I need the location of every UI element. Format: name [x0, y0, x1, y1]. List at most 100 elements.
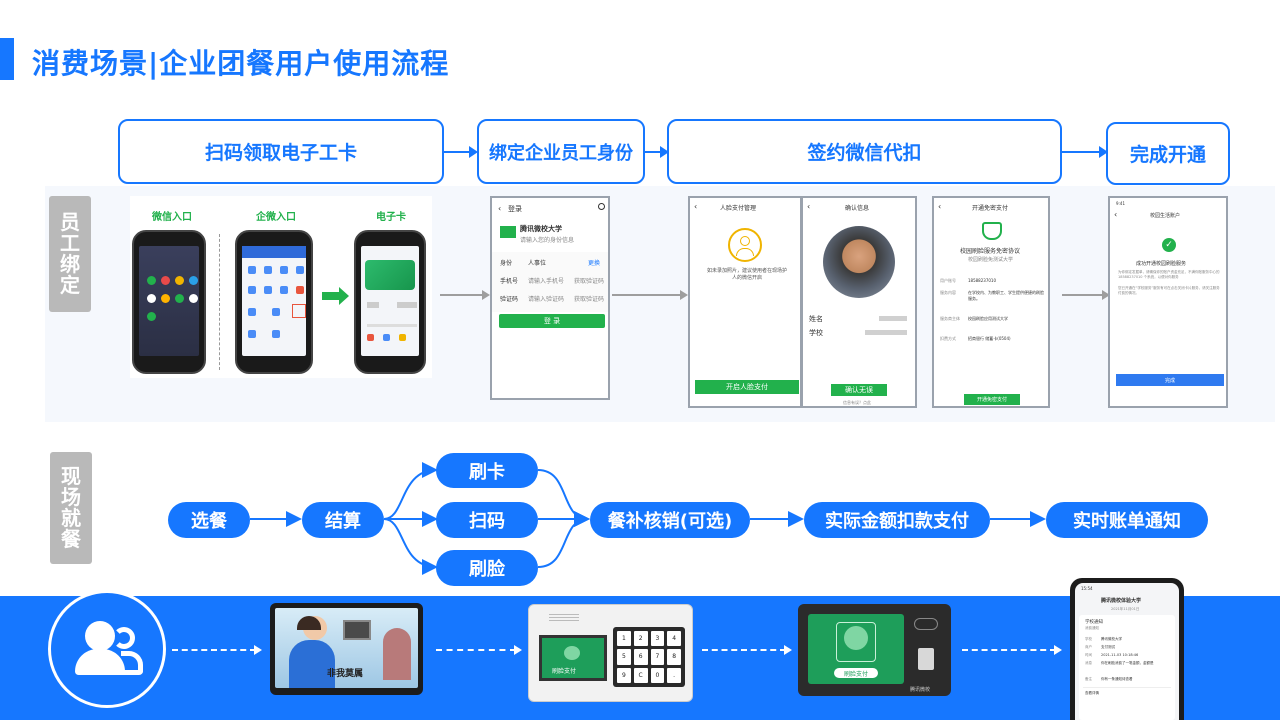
login-button[interactable]: 登 录 — [499, 314, 605, 328]
app-icon — [296, 286, 304, 294]
finish-button[interactable]: 完成 — [1116, 374, 1224, 386]
app-icon — [248, 266, 256, 274]
bill-row-label: 学校 — [1085, 637, 1092, 641]
flow-arrow — [612, 290, 688, 300]
terminal-screen: 刷脸支付 — [539, 635, 607, 681]
flow-node-card: 刷卡 — [436, 453, 538, 488]
bill-row-value: 你有一条通知待查看 — [1101, 677, 1133, 681]
keypad-key[interactable]: 7 — [650, 649, 665, 665]
form-action[interactable]: 更换 — [588, 260, 601, 267]
flow-arrow — [440, 290, 490, 300]
page-title: 消费场景|企业团餐用户使用流程 — [32, 47, 450, 80]
dashed-arrow-head-icon — [784, 645, 792, 655]
app-icon — [272, 308, 280, 316]
flow-node-scan: 扫码 — [436, 502, 538, 538]
phone-screen — [242, 246, 306, 356]
confirm-label-name: 姓名 — [809, 315, 823, 323]
flow-arrow-face — [383, 518, 438, 575]
form-value[interactable]: 人事位 — [528, 260, 547, 267]
app-icon — [280, 266, 288, 274]
bill-phone-screen: 15:54 腾讯微校体验大学 2021年11月01日 学校通知 消费通知 学校 … — [1075, 583, 1179, 720]
app-icon — [175, 294, 184, 303]
wecom-header — [242, 246, 306, 258]
form-label: 身份 — [500, 260, 513, 267]
dashed-arrow-head-icon — [514, 645, 522, 655]
section-label-char: 就 — [61, 506, 81, 530]
agreement-row-value: 18588237010 — [968, 278, 996, 283]
flow-arrow — [537, 511, 590, 568]
section-label-onsite: 现 场 就 餐 — [50, 452, 92, 564]
phone-screen — [139, 246, 199, 356]
enable-nopwd-button[interactable]: 开通免密支付 — [964, 394, 1020, 405]
user-body — [75, 649, 125, 675]
bill-row-value: 你在刷脸消费了一笔金额，金额是 — [1101, 661, 1154, 665]
agreement-row-label: 服务内容 — [940, 290, 956, 295]
bill-date: 2021年11月01日 — [1111, 607, 1140, 611]
keypad-key[interactable]: 4 — [667, 631, 681, 647]
keypad-key[interactable]: . — [667, 667, 681, 683]
face-header: 人脸支付管理 — [720, 205, 757, 212]
facepay-button[interactable]: 刷脸支付 — [834, 668, 878, 678]
tablet-screen: 非我莫属 — [275, 608, 418, 688]
success-header: 校园生活账户 — [1150, 213, 1181, 219]
pos-terminal-icon — [343, 620, 371, 640]
keypad-key[interactable]: C — [633, 667, 648, 683]
bill-row-value: 腾讯微校大学 — [1101, 637, 1122, 641]
keypad-key[interactable]: 0 — [650, 667, 665, 683]
app-icon — [264, 266, 272, 274]
phone-input[interactable]: 请输入手机号 — [528, 278, 565, 285]
bill-row-label: 时间 — [1085, 653, 1092, 657]
redacted-value — [865, 330, 907, 335]
flow-arrow — [537, 469, 590, 527]
success-screen: 9:41 ‹ 校园生活账户 ✓ 成功开通校园刷脸服务 为你绑定发掘单，请确保你的… — [1108, 196, 1228, 408]
ecard-card — [365, 260, 415, 290]
phone-ecard — [354, 230, 426, 374]
section-label-char: 工 — [60, 231, 80, 255]
face-frame — [836, 622, 876, 662]
keypad-key[interactable]: 9 — [617, 667, 631, 683]
form-action[interactable]: 获取验证码 — [574, 296, 605, 303]
facepay-screen: 刷脸支付 — [808, 614, 904, 684]
flow-node-subsidy: 餐补核销(可选) — [590, 502, 750, 538]
bill-row-value: 支付测试 — [1101, 645, 1115, 649]
keypad-key[interactable]: 5 — [617, 649, 631, 665]
agreement-row-label: 用户账号 — [940, 278, 956, 283]
login-screen: 登录 ‹ 腾讯微校大学 请输入您的身份信息 身份 人事位 更换 手机号 请输入手… — [490, 196, 610, 400]
agreement-row-label: 服务商主体 — [940, 316, 960, 321]
keypad-key[interactable]: 1 — [617, 631, 631, 647]
app-icon — [189, 294, 198, 303]
facepay-brand: 腾讯微校 — [910, 687, 931, 693]
keypad-key[interactable]: 8 — [667, 649, 681, 665]
facepay-terminal: 刷脸支付 腾讯微校 — [798, 604, 951, 696]
section-label-bind: 员 工 绑 定 — [49, 196, 91, 312]
bill-phone: 15:54 腾讯微校体验大学 2021年11月01日 学校通知 消费通知 学校 … — [1070, 578, 1184, 720]
bill-header: 腾讯微校体验大学 — [1101, 598, 1142, 604]
app-icon — [248, 286, 256, 294]
form-action[interactable]: 获取验证码 — [574, 278, 605, 285]
code-input[interactable]: 请输入验证码 — [528, 296, 565, 303]
confirm-button[interactable]: 确认无误 — [831, 384, 887, 396]
keypad-key[interactable]: 6 — [633, 649, 648, 665]
keypad-key[interactable]: 3 — [650, 631, 665, 647]
login-form: 身份 人事位 更换 手机号 请输入手机号 获取验证码 验证码 请输入验证码 获取… — [492, 252, 608, 312]
ecard-app-highlight — [292, 304, 306, 318]
agreement-subtitle: 校园刷脸免测试大学 — [968, 257, 1014, 263]
section-label-char: 员 — [60, 210, 80, 234]
keypad: 1 2 3 4 5 6 7 8 9 C 0 . — [613, 627, 685, 687]
dashed-arrow — [702, 649, 786, 651]
flow-node-deduct: 实际金额扣款支付 — [804, 502, 990, 538]
person-body — [289, 640, 335, 688]
success-desc-2: 您已开通在“学校服务”服务有可在点击关闭卡片服务，请关注服务付费的情况。 — [1118, 286, 1220, 296]
bill-view-detail[interactable]: 查看详情 — [1085, 691, 1099, 695]
step-complete: 完成开通 — [1106, 122, 1230, 185]
entry-label-ecard: 电子卡 — [376, 212, 406, 223]
ecard-line — [367, 324, 417, 327]
app-icon — [161, 294, 170, 303]
back-icon: ‹ — [807, 202, 811, 211]
confirm-footnote[interactable]: 信息有误？点此 — [843, 400, 871, 405]
keypad-key[interactable]: 2 — [633, 631, 648, 647]
green-arrow-shaft — [322, 292, 340, 300]
section-label-char: 绑 — [60, 252, 80, 276]
bill-row-value: 2021-11-03 10:18:46 — [1101, 653, 1139, 657]
enable-face-pay-button[interactable]: 开启人脸支付 — [695, 380, 799, 394]
